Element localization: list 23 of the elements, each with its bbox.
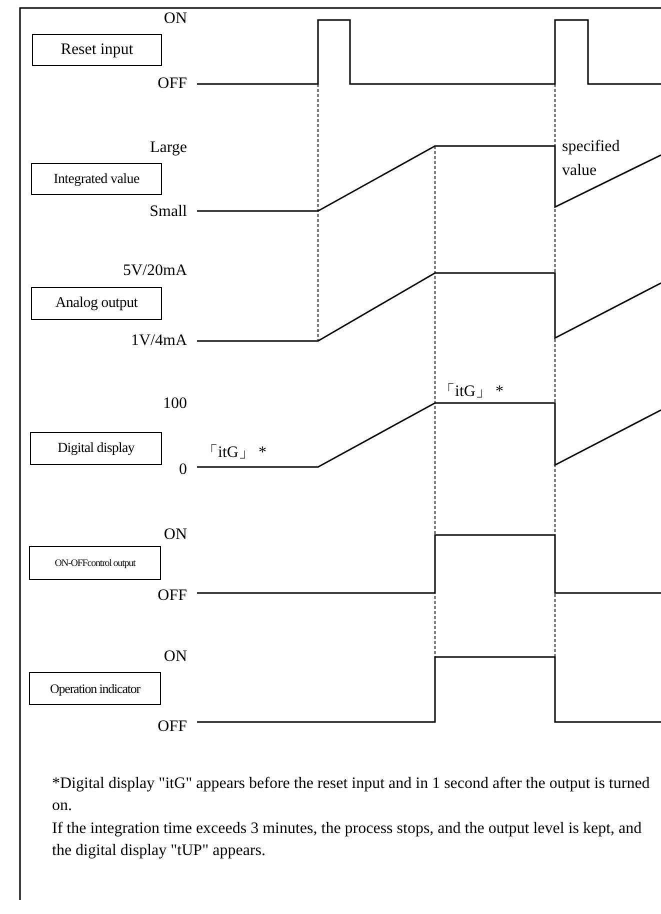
level-label: 1V/4mA bbox=[131, 331, 187, 351]
footnote-text: If the integration time exceeds 3 minutes, the process stops, and the output level is kept, and the digital display "tUP" appears. bbox=[52, 819, 643, 861]
signal-name-box: Reset input bbox=[32, 34, 162, 66]
display-code-label: 「itG」 * bbox=[439, 382, 504, 402]
level-label: Large bbox=[150, 138, 187, 158]
annotation-text: specified value bbox=[562, 137, 621, 181]
level-label: ON bbox=[164, 9, 187, 29]
signal-name-box: Integrated value bbox=[31, 163, 162, 195]
level-label: OFF bbox=[158, 586, 187, 606]
signal-name-box: Digital display bbox=[30, 432, 162, 465]
level-label: 100 bbox=[163, 394, 187, 414]
signal-name-box: Analog output bbox=[31, 287, 162, 320]
level-label: OFF bbox=[158, 717, 187, 737]
level-label: OFF bbox=[158, 74, 187, 94]
level-label: Small bbox=[150, 202, 187, 222]
level-label: 0 bbox=[179, 460, 187, 480]
signal-name-box: ON-OFFcontrol output bbox=[29, 546, 161, 580]
display-code-label: 「itG」 * bbox=[202, 443, 266, 463]
level-label: 5V/20mA bbox=[123, 261, 187, 281]
level-label: ON bbox=[164, 525, 187, 545]
footnote-text: *Digital display "itG" appears before the reset input and in 1 second after the output is turned on. bbox=[52, 774, 651, 816]
level-label: ON bbox=[164, 647, 187, 667]
signal-name-box: Operation indicator bbox=[29, 672, 161, 705]
